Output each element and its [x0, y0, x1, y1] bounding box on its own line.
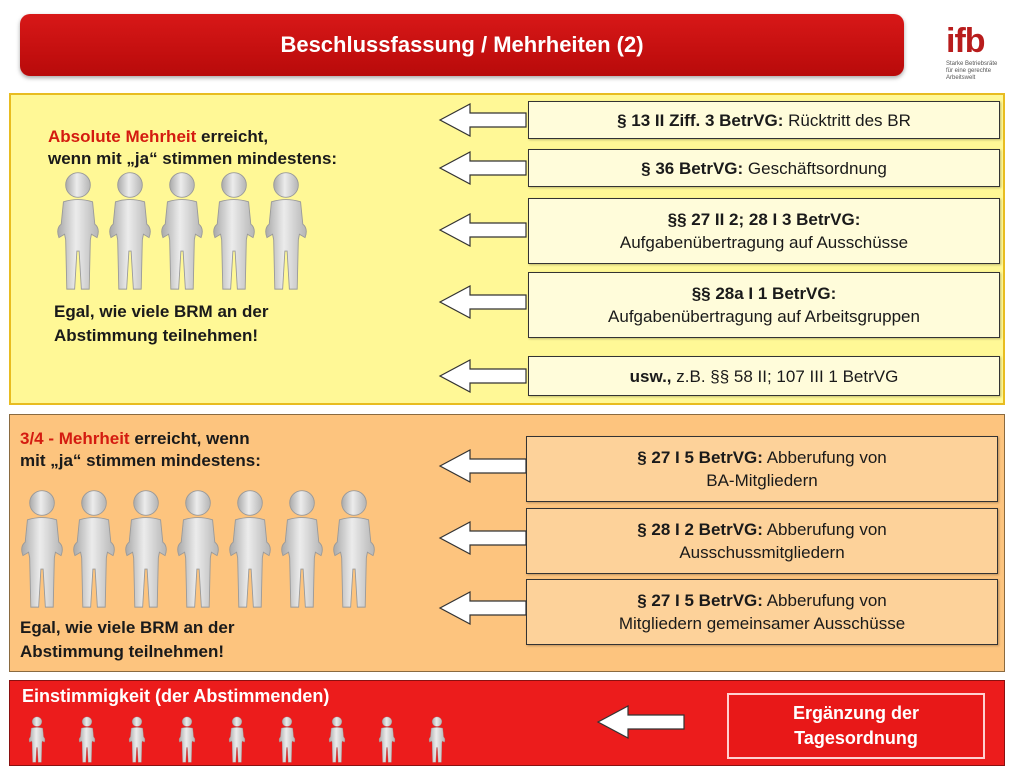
- person-figure-icon: [213, 172, 255, 290]
- person-figure-icon: [125, 490, 167, 608]
- agenda-box-line: Tagesordnung: [794, 728, 918, 748]
- rule-text: Ausschussmitgliedern: [679, 543, 845, 562]
- logo-tagline: Starke Betriebsräte für eine gerechte Ar…: [946, 61, 1006, 82]
- figure-group-absolute: [50, 170, 314, 299]
- note-line: Abstimmung teilnehmen!: [20, 642, 225, 661]
- rule-text: BA-Mitgliedern: [706, 471, 818, 490]
- logo-tagline-line: Starke Betriebsräte: [946, 61, 998, 67]
- rule-reference: § 36 BetrVG:: [641, 158, 744, 178]
- agenda-box-line: Ergänzung der: [792, 703, 919, 723]
- person-figure-icon: [28, 716, 46, 763]
- note-line: Egal, wie viele BRM an der: [20, 618, 235, 637]
- rule-box: § 13 II Ziff. 3 BetrVG: Rücktritt des BR: [528, 101, 1000, 139]
- rule-line: usw., z.B. §§ 58 II; 107 III 1 BetrVG: [630, 365, 899, 388]
- agenda-amendment-box: Ergänzung der Tagesordnung: [727, 693, 985, 759]
- logo-tagline-line: Arbeitswelt: [946, 75, 976, 81]
- left-arrow-icon: [438, 518, 528, 558]
- heading-text: wenn mit „ja“ stimmen mindestens:: [48, 149, 338, 168]
- rule-reference: § 27 I 5 BetrVG:: [637, 448, 763, 467]
- unanimity-heading: Einstimmigkeit (der Abstimmenden): [22, 686, 330, 706]
- person-figure-icon: [128, 716, 146, 763]
- left-arrow-icon: [438, 446, 528, 486]
- left-arrow-icon: [438, 356, 528, 396]
- person-figure-icon: [328, 716, 346, 763]
- person-figure-icon: [109, 172, 151, 290]
- rule-text: Abberufung von: [762, 448, 887, 467]
- heading-text: mit „ja“ stimmen mindestens:: [20, 451, 261, 470]
- rule-reference: § 13 II Ziff. 3 BetrVG:: [617, 110, 784, 130]
- absolute-majority-note: Egal, wie viele BRM an der Abstimmung te…: [54, 300, 268, 348]
- rule-reference: § 27 I 5 BetrVG:: [637, 591, 763, 610]
- rule-reference: §§ 27 II 2; 28 I 3 BetrVG:: [667, 210, 861, 229]
- ifb-logo: ifb Starke Betriebsräte für eine gerecht…: [946, 24, 1006, 84]
- left-arrow-icon: [438, 282, 528, 322]
- left-arrow-icon: [438, 148, 528, 188]
- rule-line: § 27 I 5 BetrVG: Abberufung von: [637, 589, 887, 612]
- three-quarter-note: Egal, wie viele BRM an der Abstimmung te…: [20, 616, 234, 664]
- rule-line: § 27 I 5 BetrVG: Abberufung von: [637, 446, 887, 469]
- rule-text: Mitgliedern gemeinsamer Ausschüsse: [618, 614, 906, 633]
- rule-box: § 36 BetrVG: Geschäftsordnung: [528, 149, 1000, 187]
- person-figure-icon: [428, 716, 446, 763]
- three-quarter-heading: 3/4 - Mehrheit erreicht, wenn mit „ja“ s…: [20, 428, 261, 472]
- person-figure-icon: [161, 172, 203, 290]
- rule-reference: § 28 I 2 BetrVG:: [637, 520, 763, 539]
- person-figure-icon: [73, 490, 115, 608]
- rule-line: §§ 27 II 2; 28 I 3 BetrVG:: [668, 208, 861, 231]
- rule-text: Aufgabenübertragung auf Ausschüsse: [619, 233, 909, 252]
- left-arrow-icon: [438, 100, 528, 140]
- rule-text: Geschäftsordnung: [743, 158, 887, 178]
- rule-box: §§ 28a I 1 BetrVG: Aufgabenübertragung a…: [528, 272, 1000, 338]
- person-figure-icon: [265, 172, 307, 290]
- person-figure-icon: [21, 490, 63, 608]
- left-arrow-icon: [438, 588, 528, 628]
- rule-line: §§ 28a I 1 BetrVG:: [692, 282, 837, 305]
- rule-text: Abberufung von: [762, 520, 887, 539]
- left-arrow-icon: [596, 702, 686, 742]
- left-arrow-icon: [438, 210, 528, 250]
- rule-text: Rücktritt des BR: [783, 110, 911, 130]
- rule-line: § 36 BetrVG: Geschäftsordnung: [641, 157, 887, 180]
- logo-word: ifb: [946, 22, 986, 60]
- title-bar: Beschlussfassung / Mehrheiten (2): [20, 14, 904, 76]
- person-figure-icon: [333, 490, 375, 608]
- person-figure-icon: [281, 490, 323, 608]
- rule-line: § 28 I 2 BetrVG: Abberufung von: [637, 518, 887, 541]
- rule-line: § 13 II Ziff. 3 BetrVG: Rücktritt des BR: [617, 109, 911, 132]
- note-line: Abstimmung teilnehmen!: [54, 326, 259, 345]
- person-figure-icon: [78, 716, 96, 763]
- rule-text: z.B. §§ 58 II; 107 III 1 BetrVG: [671, 366, 899, 386]
- heading-text: erreicht,: [196, 127, 269, 146]
- heading-text: erreicht, wenn: [129, 429, 250, 448]
- person-figure-icon: [177, 490, 219, 608]
- rule-text: Aufgabenübertragung auf Arbeitsgruppen: [608, 307, 920, 326]
- person-figure-icon: [178, 716, 196, 763]
- rule-box: §§ 27 II 2; 28 I 3 BetrVG: Aufgabenübert…: [528, 198, 1000, 264]
- person-figure-icon: [228, 716, 246, 763]
- page-title: Beschlussfassung / Mehrheiten (2): [280, 32, 644, 57]
- absolute-majority-heading: Absolute Mehrheit erreicht, wenn mit „ja…: [48, 126, 337, 170]
- rule-reference: usw.,: [629, 366, 672, 386]
- person-figure-icon: [278, 716, 296, 763]
- rule-box: § 28 I 2 BetrVG: Abberufung von Ausschus…: [526, 508, 998, 574]
- person-figure-icon: [229, 490, 271, 608]
- rule-reference: §§ 28a I 1 BetrVG:: [691, 284, 837, 303]
- note-line: Egal, wie viele BRM an der: [54, 302, 269, 321]
- rule-box: § 27 I 5 BetrVG: Abberufung von Mitglied…: [526, 579, 998, 645]
- person-figure-icon: [57, 172, 99, 290]
- figure-group-three-quarter: [14, 488, 382, 617]
- rule-text: Abberufung von: [762, 591, 887, 610]
- heading-highlight: Absolute Mehrheit: [48, 127, 197, 146]
- logo-tagline-line: für eine gerechte: [946, 68, 992, 74]
- heading-highlight: 3/4 - Mehrheit: [20, 429, 130, 448]
- figure-group-unanimity: [14, 716, 460, 769]
- person-figure-icon: [378, 716, 396, 763]
- rule-box: § 27 I 5 BetrVG: Abberufung von BA-Mitgl…: [526, 436, 998, 502]
- rule-box: usw., z.B. §§ 58 II; 107 III 1 BetrVG: [528, 356, 1000, 396]
